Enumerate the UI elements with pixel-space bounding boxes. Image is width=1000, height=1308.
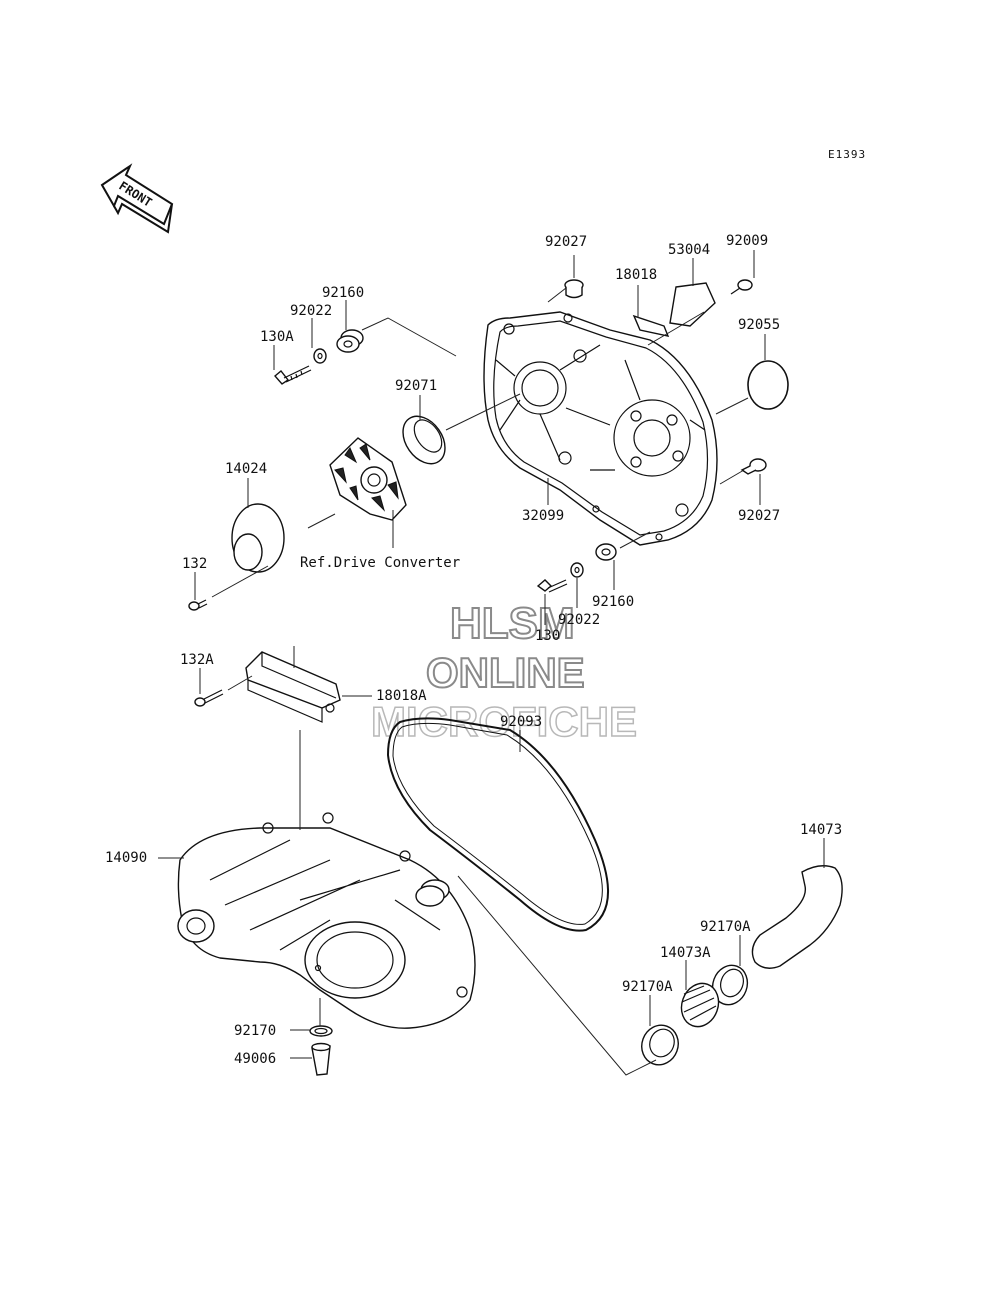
label-92160-top: 92160 bbox=[322, 285, 364, 301]
label-92022-top: 92022 bbox=[290, 303, 332, 319]
part-92055 bbox=[747, 360, 789, 410]
label-14073: 14073 bbox=[800, 822, 842, 838]
label-130A: 130A bbox=[260, 329, 294, 345]
part-18018 bbox=[632, 314, 670, 337]
label-92027-top: 92027 bbox=[545, 234, 587, 250]
label-92022-mid: 92022 bbox=[558, 612, 600, 628]
part-92170A-top bbox=[711, 964, 749, 1006]
label-92160-mid: 92160 bbox=[592, 594, 634, 610]
watermark-line-1: HLSM bbox=[450, 599, 575, 648]
watermark-line-3: MICROFICHE bbox=[371, 698, 637, 745]
label-92093: 92093 bbox=[500, 714, 542, 730]
part-92027-top bbox=[564, 279, 584, 299]
part-14090 bbox=[177, 812, 476, 1029]
part-92093 bbox=[386, 717, 610, 932]
label-130: 130 bbox=[535, 628, 560, 644]
drive-converter bbox=[329, 437, 407, 521]
label-49006: 49006 bbox=[234, 1051, 276, 1067]
label-132A: 132A bbox=[180, 652, 214, 668]
label-18018A: 18018A bbox=[376, 688, 427, 704]
part-92027-right bbox=[740, 458, 767, 475]
label-53004: 53004 bbox=[668, 242, 710, 258]
part-92160-top bbox=[336, 329, 364, 353]
part-18018A bbox=[245, 651, 341, 723]
part-labels: 92027 53004 92009 18018 92160 92022 130A… bbox=[105, 233, 842, 1067]
part-132 bbox=[188, 599, 208, 611]
part-92071 bbox=[402, 415, 446, 465]
diagram-code: E1393 bbox=[828, 148, 866, 161]
part-49006 bbox=[311, 1042, 331, 1076]
part-130 bbox=[536, 579, 568, 593]
label-92027-right: 92027 bbox=[738, 508, 780, 524]
part-92022-mid bbox=[570, 562, 584, 578]
leader-lines bbox=[158, 250, 825, 1076]
watermark: HLSM ONLINE MICROFICHE bbox=[370, 598, 638, 746]
label-92055: 92055 bbox=[738, 317, 780, 333]
label-14073A: 14073A bbox=[660, 945, 711, 961]
part-92160-mid bbox=[595, 543, 617, 561]
converter-cover-32099 bbox=[483, 311, 718, 546]
part-14024 bbox=[231, 503, 285, 573]
label-92170A-top: 92170A bbox=[700, 919, 751, 935]
label-14090: 14090 bbox=[105, 850, 147, 866]
label-18018: 18018 bbox=[615, 267, 657, 283]
label-92170A-low: 92170A bbox=[622, 979, 673, 995]
part-130A bbox=[274, 365, 312, 385]
part-92170 bbox=[309, 1025, 333, 1037]
label-92170: 92170 bbox=[234, 1023, 276, 1039]
front-arrow-icon: FRONT bbox=[100, 163, 174, 234]
part-92009 bbox=[730, 279, 753, 295]
label-14024: 14024 bbox=[225, 461, 267, 477]
label-92071: 92071 bbox=[395, 378, 437, 394]
part-53004 bbox=[669, 282, 716, 327]
part-14073 bbox=[751, 865, 843, 969]
reference-drive-converter: Ref.Drive Converter bbox=[300, 555, 460, 571]
part-14073A bbox=[680, 982, 720, 1028]
label-32099: 32099 bbox=[522, 508, 564, 524]
watermark-line-2: ONLINE bbox=[426, 649, 585, 696]
label-92009: 92009 bbox=[726, 233, 768, 249]
label-132: 132 bbox=[182, 556, 207, 572]
part-92022-top bbox=[313, 348, 327, 364]
part-132A bbox=[194, 689, 224, 707]
part-92170A-low bbox=[641, 1024, 679, 1066]
